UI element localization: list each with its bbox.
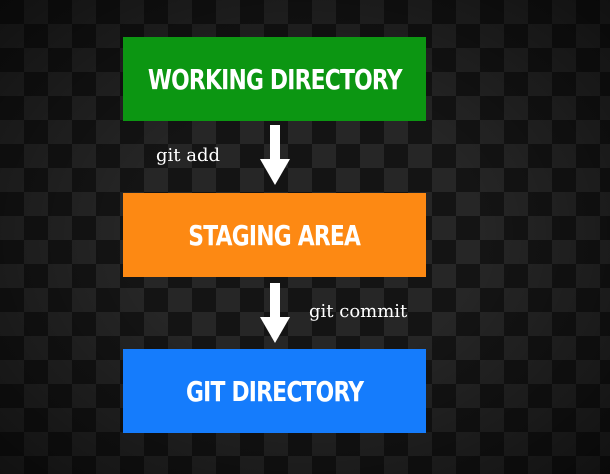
git-commit-label: git commit bbox=[309, 301, 408, 322]
staging-area-label: STAGING AREA bbox=[188, 218, 362, 252]
git-add-arrow-icon bbox=[260, 125, 290, 185]
staging-area-box: STAGING AREA bbox=[123, 193, 426, 277]
git-add-label: git add bbox=[156, 145, 221, 166]
git-directory-label: GIT DIRECTORY bbox=[185, 374, 364, 408]
git-directory-box: GIT DIRECTORY bbox=[123, 349, 426, 433]
working-directory-box: WORKING DIRECTORY bbox=[123, 37, 426, 121]
working-directory-label: WORKING DIRECTORY bbox=[147, 62, 403, 96]
git-commit-arrow-icon bbox=[260, 283, 290, 343]
